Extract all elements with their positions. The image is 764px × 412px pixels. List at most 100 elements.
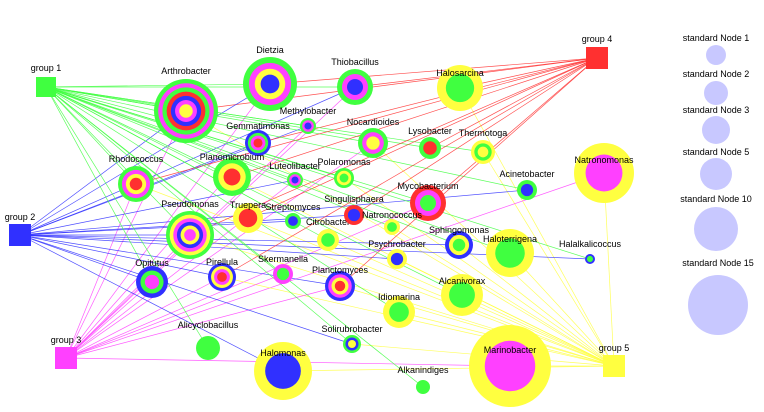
node-solirubrobacter[interactable]: Solirubrobacter (321, 324, 383, 353)
edge-g4-singulisphaera (353, 57, 598, 216)
node-halosarcina[interactable]: Halosarcina (436, 65, 484, 111)
node-marinobacter[interactable]: Marinobacter (469, 325, 551, 407)
node-ring-solirubrobacter-2 (348, 340, 356, 348)
node-methylobacter[interactable]: Methylobacter (280, 106, 337, 134)
edge-g3-opitutus (65, 281, 153, 359)
node-ring-idiomarina-1 (389, 302, 409, 322)
node-ring-methylobacter-2 (304, 122, 312, 130)
node-halomonas[interactable]: Halomonas (254, 342, 312, 400)
edge-g3-pseudomonas (65, 234, 191, 359)
node-luteolibacter[interactable]: Luteolibacter (269, 161, 321, 188)
node-alcanivorax[interactable]: Alcanivorax (439, 274, 486, 316)
edge-g5-halosarcina (459, 87, 615, 367)
node-ring-truepera-1 (238, 208, 258, 228)
node-psychrobacter[interactable]: Psychrobacter (368, 239, 426, 269)
node-nocardioides[interactable]: Nocardioides (347, 117, 400, 158)
legend-node-5 (688, 275, 748, 335)
node-lysobacter[interactable]: Lysobacter (408, 126, 452, 159)
node-halalkalicoccus[interactable]: Halalkalicoccus (559, 239, 622, 264)
node-ring-skermanella-1 (276, 267, 290, 281)
group-node-g4[interactable] (586, 47, 608, 69)
edge-g3-dietzia (65, 83, 271, 359)
node-natronomonas[interactable]: Natronomonas (574, 143, 634, 203)
edge-g1-halalkalicoccus (45, 86, 591, 260)
node-rhodococcus[interactable]: Rhodococcus (109, 154, 164, 202)
node-dietzia[interactable]: Dietzia (243, 45, 297, 111)
node-pseudomonas[interactable]: Pseudomonas (161, 199, 219, 259)
legend-label-4: standard Node 10 (680, 194, 752, 204)
node-label-thermotoga: Thermotoga (459, 128, 508, 138)
node-label-sphingomonas: Sphingomonas (429, 225, 490, 235)
node-singulisphaera[interactable]: Singulisphaera (324, 194, 384, 225)
node-label-pirellula: Pirellula (206, 257, 238, 267)
node-label-skermanella: Skermanella (258, 254, 308, 264)
node-alkanindiges[interactable]: Alkanindiges (397, 365, 449, 394)
node-opitutus[interactable]: Opitutus (135, 258, 169, 298)
node-planctomyces[interactable]: Planctomyces (312, 265, 369, 301)
edge-g5-natronococcus (391, 226, 615, 367)
node-idiomarina[interactable]: Idiomarina (378, 292, 420, 328)
edge-g5-alcanivorax (461, 294, 615, 367)
node-alicyclobacillus[interactable]: Alicyclobacillus (178, 320, 239, 360)
edge-g4-dietzia (269, 57, 598, 85)
node-planomicrobium[interactable]: Planomicrobium (200, 152, 265, 196)
edge-g5-natronomonas (603, 172, 615, 367)
node-label-rhodococcus: Rhodococcus (109, 154, 164, 164)
node-thermotoga[interactable]: Thermotoga (459, 128, 508, 164)
group-node-g1[interactable] (36, 77, 56, 97)
node-label-natronomonas: Natronomonas (574, 155, 634, 165)
node-ring-alcanivorax-1 (449, 282, 475, 308)
node-label-luteolibacter: Luteolibacter (269, 161, 321, 171)
node-natronococcus[interactable]: Natronococcus (362, 210, 423, 235)
node-ring-luteolibacter-2 (291, 176, 299, 184)
edge-g1-rhodococcus (45, 86, 137, 185)
node-sphingomonas[interactable]: Sphingomonas (429, 225, 490, 259)
legend-label-0: standard Node 1 (683, 33, 750, 43)
edge-g2-solirubrobacter (19, 234, 353, 345)
node-arthrobacter[interactable]: Arthrobacter (154, 66, 218, 143)
node-label-psychrobacter: Psychrobacter (368, 239, 426, 249)
group-node-g5[interactable] (603, 355, 625, 377)
edge-g1-thermotoga (45, 86, 484, 153)
edge-g2-arthrobacter (19, 110, 187, 236)
node-label-singulisphaera: Singulisphaera (324, 194, 384, 204)
node-acinetobacter[interactable]: Acinetobacter (499, 169, 555, 200)
edge-g1-mycobacterium (45, 86, 429, 204)
node-thiobacillus[interactable]: Thiobacillus (331, 57, 379, 105)
node-ring-pseudomonas-5 (184, 229, 196, 241)
node-ring-haloterrigena-1 (495, 238, 525, 268)
edge-g2-luteolibacter (19, 179, 296, 236)
node-pirellula[interactable]: Pirellula (206, 257, 238, 291)
group-label-g2: group 2 (5, 212, 36, 222)
node-ring-arthrobacter-6 (179, 104, 193, 118)
edge-g1-alkanindiges (45, 86, 424, 388)
node-citrobacter[interactable]: Citrobacter (306, 217, 350, 251)
node-ring-alicyclobacillus-0 (196, 336, 220, 360)
edge-g1-natronococcus (45, 86, 393, 228)
edge-g1-sphingomonas (45, 86, 460, 246)
group-label-g1: group 1 (31, 63, 62, 73)
legend-label-2: standard Node 3 (683, 105, 750, 115)
edge-g2-dietzia (19, 83, 271, 236)
node-truepera[interactable]: Truepera (230, 200, 266, 233)
edge-g5-truepera (247, 217, 615, 367)
node-mycobacterium[interactable]: Mycobacterium (397, 181, 459, 221)
node-streptomyces[interactable]: Streptomyces (265, 202, 321, 229)
node-skermanella[interactable]: Skermanella (258, 254, 308, 284)
edge-g4-lysobacter (429, 57, 598, 149)
node-ring-planctomyces-3 (334, 280, 346, 292)
group-node-g2[interactable] (9, 224, 31, 246)
node-label-truepera: Truepera (230, 200, 266, 210)
group-label-g5: group 5 (599, 343, 630, 353)
node-polaromonas[interactable]: Polaromonas (317, 157, 371, 188)
node-label-marinobacter: Marinobacter (484, 345, 537, 355)
edge-g4-pseudomonas (189, 57, 598, 236)
node-ring-thiobacillus-2 (347, 79, 363, 95)
edge-g2-thiobacillus (19, 86, 356, 236)
node-gemmatimonas[interactable]: Gemmatimonas (226, 121, 290, 156)
node-haloterrigena[interactable]: Haloterrigena (483, 229, 537, 277)
edge-g5-psychrobacter (396, 258, 615, 367)
node-ring-halomonas-1 (265, 353, 301, 389)
group-node-g3[interactable] (55, 347, 77, 369)
